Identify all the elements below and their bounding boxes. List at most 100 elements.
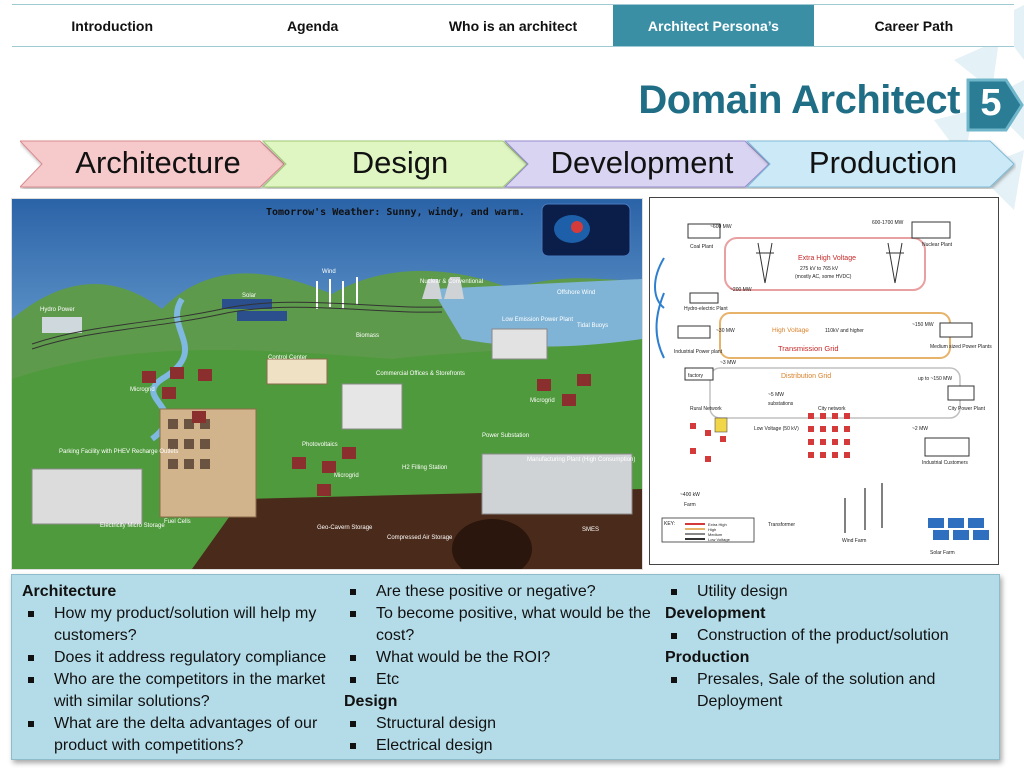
- label-nuclear: Nuclear & Conventional: [420, 279, 483, 285]
- label-microgrid-1: Microgrid: [130, 387, 155, 393]
- grid-wind-farm: Wind Farm: [842, 538, 866, 544]
- list-item: What would be the ROI?: [344, 647, 662, 669]
- grid-industrial-mw: ~30 MW: [716, 328, 735, 334]
- step-development-label: Development: [550, 145, 734, 180]
- list-item: Are these positive or negative?: [344, 581, 662, 603]
- column-architecture: Architecture How my product/solution wil…: [22, 581, 344, 757]
- column-development-production: Utility design Development Construction …: [665, 581, 987, 713]
- grid-factory-mw: ~3 MW: [720, 360, 736, 366]
- grid-city-network: City network: [818, 406, 846, 412]
- grid-farm-kw: ~400 kW: [680, 492, 700, 498]
- slide-number: 5: [980, 81, 1002, 124]
- chevron-design: [261, 140, 528, 188]
- list-item: What are the delta advantages of our pro…: [22, 713, 344, 757]
- list-item: Electrical design: [344, 735, 662, 757]
- grid-two-mw: ~2 MW: [912, 426, 928, 432]
- label-low-emission: Low Emission Power Plant: [502, 317, 573, 323]
- label-fuel-cells: Fuel Cells: [164, 519, 191, 525]
- list-item: Construction of the product/solution: [665, 625, 987, 647]
- grid-ehv-range: 275 kV to 765 kV: [800, 266, 839, 272]
- process-chevrons: [20, 140, 1015, 188]
- grid-key-extra-high: Extra High: [708, 522, 727, 527]
- top-nav: Introduction Agenda Who is an architect …: [12, 4, 1014, 47]
- grid-medium: Medium sized Power Plants: [930, 344, 992, 350]
- grid-transformer: Transformer: [768, 522, 795, 528]
- grid-industrial-customers: Industrial Customers: [922, 460, 968, 466]
- slide-title: Domain Architect: [638, 78, 960, 122]
- step-architecture-label: Architecture: [75, 145, 241, 180]
- list-item: Etc: [344, 669, 662, 691]
- grid-industrial: Industrial Power plant: [674, 349, 723, 355]
- weather-headline: Tomorrow's Weather: Sunny, windy, and wa…: [266, 206, 525, 218]
- grid-hydro: Hydro-electric Plant: [684, 306, 728, 312]
- grid-solar-farm: Solar Farm: [930, 550, 955, 556]
- label-power-substation: Power Substation: [482, 433, 529, 439]
- column-design: Are these positive or negative? To becom…: [344, 581, 662, 757]
- chevron-production: [745, 140, 1015, 188]
- grid-key: KEY:: [664, 521, 675, 527]
- smart-grid-illustration: Tomorrow's Weather: Sunny, windy, and wa…: [11, 198, 643, 570]
- label-microgrid-2: Microgrid: [530, 398, 555, 404]
- tab-who-is-an-architect[interactable]: Who is an architect: [448, 17, 578, 34]
- grid-substations: substations: [768, 401, 794, 407]
- grid-low-voltage: Low Voltage (50 kV): [754, 426, 799, 432]
- label-microgrid-3: Microgrid: [334, 473, 359, 479]
- tab-introduction[interactable]: Introduction: [71, 17, 154, 34]
- grid-city-mw: up to ~150 MW: [918, 376, 952, 382]
- chevron-architecture: [20, 140, 285, 188]
- step-design-label: Design: [351, 145, 449, 180]
- slide-number-badge-icon: [966, 78, 1024, 132]
- label-control-center: Control Center: [268, 355, 307, 361]
- grid-factory: factory: [688, 373, 704, 379]
- label-compressed-air: Compressed Air Storage: [387, 535, 453, 541]
- label-photovoltaics: Photovoltaics: [302, 442, 338, 448]
- grid-rural: Rural Network: [690, 406, 722, 412]
- heading-production: Production: [665, 649, 750, 666]
- grid-nuclear-plant: Nuclear Plant: [922, 242, 953, 248]
- label-offshore-wind: Offshore Wind: [557, 290, 595, 296]
- grid-substations-mw: ~5 MW: [768, 392, 784, 398]
- label-biomass: Biomass: [356, 333, 379, 339]
- step-production-label: Production: [808, 145, 958, 180]
- label-commercial-offices: Commercial Offices & Storefronts: [376, 371, 465, 377]
- grid-ehv-note: (mostly AC, some HVDC): [795, 274, 852, 280]
- grid-high-voltage: High Voltage: [772, 327, 809, 334]
- label-parking-facility: Parking Facility with PHEV Recharge Outl…: [59, 449, 178, 455]
- grid-transmission: Transmission Grid: [778, 344, 839, 353]
- list-item: Structural design: [344, 713, 662, 735]
- tab-architect-personas[interactable]: Architect Persona’s: [613, 5, 814, 46]
- grid-farm: Farm: [684, 502, 696, 508]
- label-wind: Wind: [322, 269, 336, 275]
- tab-agenda[interactable]: Agenda: [286, 17, 339, 34]
- grid-medium-mw: ~150 MW: [912, 322, 934, 328]
- label-tidal-buoys: Tidal Buoys: [577, 323, 608, 329]
- list-item: Presales, Sale of the solution and Deplo…: [665, 669, 987, 713]
- grid-nuclear-mw: 600-1700 MW: [872, 220, 904, 226]
- grid-city-power: City Power Plant: [948, 406, 986, 412]
- list-item: Who are the competitors in the market wi…: [22, 669, 344, 713]
- chevron-development: [503, 140, 770, 188]
- list-item: Does it address regulatory compliance: [22, 647, 344, 669]
- grid-coal-plant: Coal Plant: [690, 244, 714, 250]
- list-item: Utility design: [665, 581, 987, 603]
- label-solar: Solar: [242, 293, 256, 299]
- grid-ehv-title: Extra High Voltage: [798, 255, 856, 262]
- tab-career-path[interactable]: Career Path: [874, 17, 954, 34]
- label-h2-filling: H2 Filling Station: [402, 465, 447, 471]
- grid-key-medium: Medium: [708, 532, 723, 537]
- power-grid-diagram: ~600 MW Coal Plant 600-1700 MW Nuclear P…: [649, 197, 999, 565]
- heading-design: Design: [344, 693, 398, 710]
- heading-architecture: Architecture: [22, 583, 117, 600]
- content-box: Architecture How my product/solution wil…: [11, 574, 1000, 760]
- label-geo-cavern: Geo-Cavern Storage: [317, 525, 373, 531]
- label-micro-storage: Electricity Micro Storage: [100, 523, 165, 529]
- list-item: How my product/solution will help my cus…: [22, 603, 344, 647]
- grid-coal-mw: ~600 MW: [710, 224, 732, 230]
- grid-distribution: Distribution Grid: [781, 373, 831, 380]
- grid-hv-range: 110kV and higher: [825, 328, 864, 334]
- grid-hydro-mw: ~200 MW: [730, 287, 752, 293]
- grid-key-high: High: [708, 527, 716, 532]
- label-manufacturing-plant: Manufacturing Plant (High Consumption): [527, 457, 635, 463]
- list-item: To become positive, what would be the co…: [344, 603, 662, 647]
- label-hydro-power: Hydro Power: [40, 307, 75, 313]
